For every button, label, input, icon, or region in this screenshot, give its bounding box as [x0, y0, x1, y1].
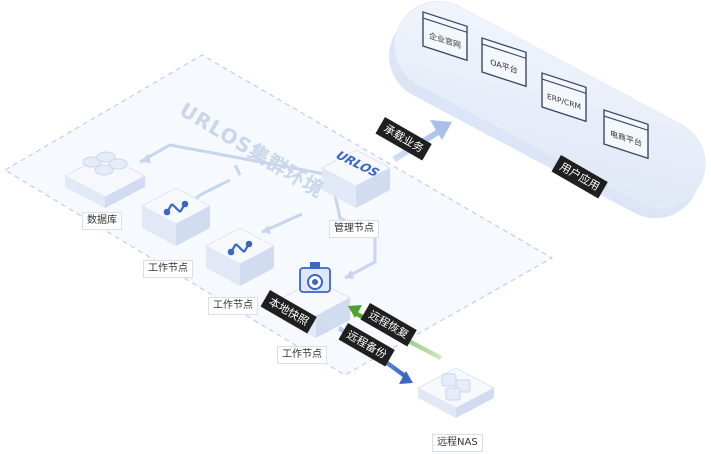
worker3-label: 工作节点: [277, 346, 327, 364]
nas-node: [416, 367, 496, 418]
worker-node-2: [204, 227, 276, 286]
manager-label: 管理节点: [329, 220, 379, 238]
connection-lines: [139, 143, 377, 280]
app-window-1: 企业官网: [422, 11, 468, 62]
app-window-3: ERP/CRM: [541, 72, 587, 123]
app-window-4: 电商平台: [603, 109, 649, 160]
database-label: 数据库: [82, 212, 122, 230]
node-link-icon: [163, 200, 189, 216]
app-window-2: OA平台: [481, 37, 527, 88]
camera-icon: [299, 262, 331, 293]
nas-label: 远程NAS: [432, 434, 483, 452]
worker2-label: 工作节点: [208, 297, 258, 315]
worker1-label: 工作节点: [143, 260, 193, 278]
worker-node-1: [140, 187, 212, 246]
database-node: [63, 151, 147, 208]
manager-node: [320, 149, 392, 208]
node-link-icon: [227, 240, 253, 256]
